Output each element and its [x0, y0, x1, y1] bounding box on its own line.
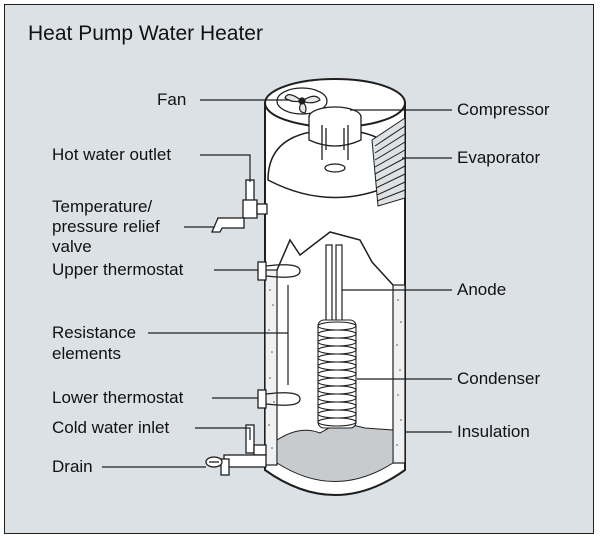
cutaway-edge	[276, 231, 394, 286]
cold-water-inlet-pipe	[245, 424, 267, 456]
insulation-right	[392, 284, 406, 464]
anode-label: Anode	[457, 280, 507, 299]
relief-valve-label-line1: Temperature/	[52, 197, 153, 216]
evaporator-label: Evaporator	[457, 148, 541, 167]
condenser-coil	[317, 319, 357, 429]
compressor	[308, 106, 362, 173]
lower-resistance-element	[257, 389, 301, 409]
evaporator-coils	[371, 117, 406, 207]
hot-water-outlet-pipe	[242, 179, 268, 219]
relief-valve-label-line3: valve	[52, 237, 92, 256]
condenser-label: Condenser	[457, 369, 541, 388]
compressor-label: Compressor	[457, 100, 550, 119]
upper-resistance-element	[257, 261, 301, 281]
upper-thermostat-label: Upper thermostat	[52, 260, 184, 279]
water	[276, 421, 394, 482]
relief-valve	[211, 217, 245, 233]
drain-valve	[205, 454, 267, 476]
relief-valve-label-line2: pressure relief	[52, 217, 160, 236]
resistance-elements-label-line2: elements	[52, 344, 121, 363]
diagram-title: Heat Pump Water Heater	[28, 22, 263, 45]
cold-water-inlet-label: Cold water inlet	[52, 418, 170, 437]
fan	[276, 87, 328, 115]
drain-label: Drain	[52, 457, 93, 476]
lower-thermostat-label: Lower thermostat	[52, 388, 184, 407]
fan-label: Fan	[157, 90, 187, 109]
leader-lines	[102, 99, 452, 468]
resistance-elements-label-line1: Resistance	[52, 323, 137, 342]
hot-water-outlet-label: Hot water outlet	[52, 145, 172, 164]
insulation-left	[264, 269, 278, 466]
insulation-label: Insulation	[457, 422, 530, 441]
